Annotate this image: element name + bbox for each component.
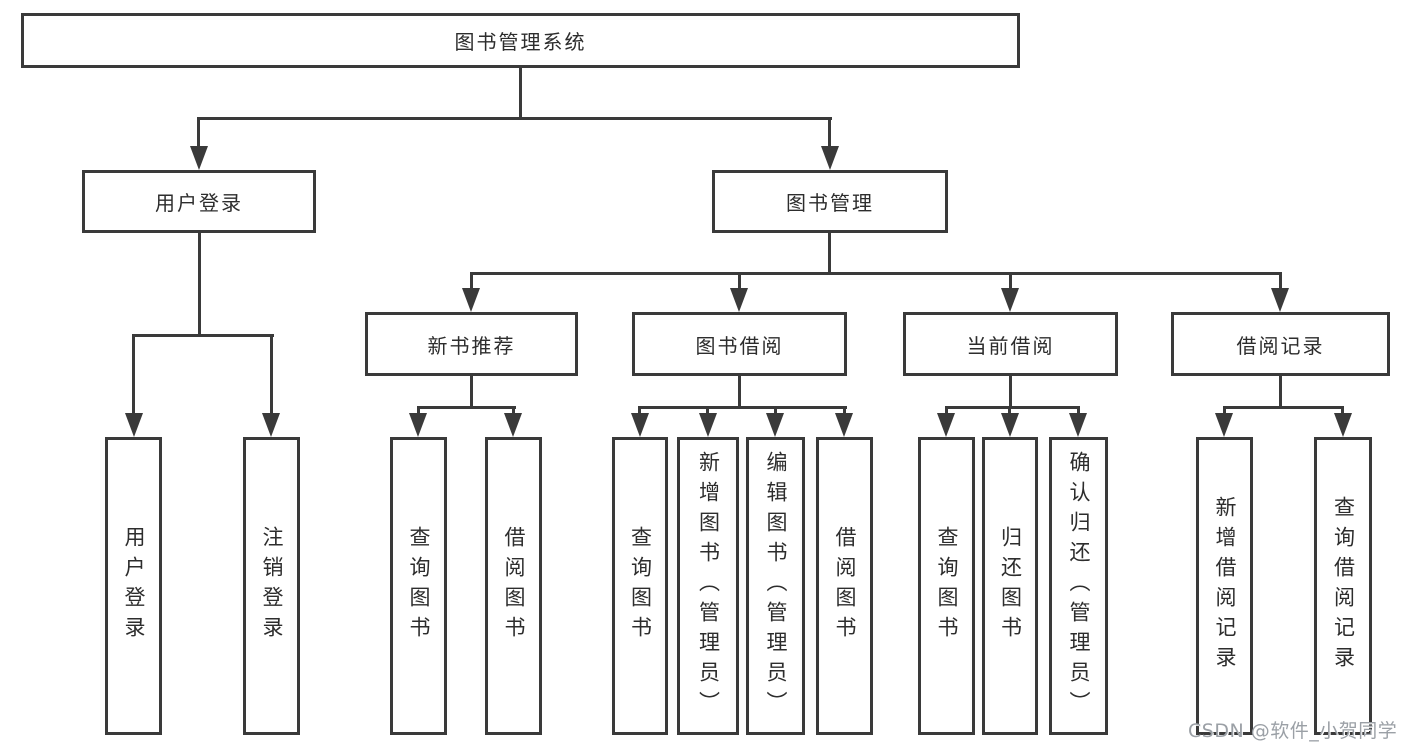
leaf-borrow-book-a-label: 借阅图书 <box>502 526 526 646</box>
leaf-return-book: 归还图书 <box>982 437 1038 735</box>
connector-userlogin-hline <box>132 334 274 337</box>
node-user-login-label: 用户登录 <box>155 191 243 215</box>
connector-bookmgmt-hline <box>470 272 1282 275</box>
arrow-down-icon <box>504 413 522 437</box>
connector-borrowrecord-drop2 <box>1341 408 1344 416</box>
leaf-return-book-label: 归还图书 <box>998 526 1023 646</box>
node-book-borrow-label: 图书借阅 <box>695 333 784 358</box>
leaf-query-borrow-record-label: 查询借阅记录 <box>1331 496 1356 676</box>
leaf-query-borrow-record: 查询借阅记录 <box>1314 437 1372 735</box>
connector-root-stem <box>519 68 522 119</box>
arrow-down-icon <box>409 413 427 437</box>
connector-newbookrec-stem <box>470 376 473 408</box>
leaf-query-book-a: 查询图书 <box>390 437 447 735</box>
connector-root-hline <box>197 117 832 120</box>
connector-bookborrow-stem <box>738 376 741 408</box>
leaf-confirm-return-admin-label: 确认归还（管理员） <box>1067 451 1091 721</box>
node-borrow-record: 借阅记录 <box>1171 312 1390 376</box>
leaf-query-book-b-label: 查询图书 <box>628 526 653 646</box>
arrow-down-icon <box>821 146 839 170</box>
connector-newbookrec-drop1 <box>417 408 420 416</box>
connector-bookmgmt-drop3 <box>1009 274 1012 290</box>
leaf-borrow-book-b-label: 借阅图书 <box>833 526 857 646</box>
leaf-query-book-a-label: 查询图书 <box>407 526 431 646</box>
connector-bookborrow-hline <box>638 406 847 409</box>
leaf-logout-label: 注销登录 <box>260 526 284 646</box>
leaf-confirm-return-admin: 确认归还（管理员） <box>1049 437 1108 735</box>
node-new-book-rec-label: 新书推荐 <box>427 333 516 358</box>
arrow-down-icon <box>1271 288 1289 312</box>
arrow-down-icon <box>1069 413 1087 437</box>
leaf-add-borrow-record-label: 新增借阅记录 <box>1213 496 1237 676</box>
leaf-borrow-book-b: 借阅图书 <box>816 437 873 735</box>
node-new-book-rec: 新书推荐 <box>365 312 578 376</box>
node-root-label: 图书管理系统 <box>454 30 587 54</box>
node-book-mgmt: 图书管理 <box>712 170 948 233</box>
arrow-down-icon <box>1001 288 1019 312</box>
connector-root-drop-left <box>197 119 200 147</box>
connector-bookmgmt-drop1 <box>470 274 473 290</box>
arrow-down-icon <box>262 413 280 437</box>
connector-currentborrow-hline <box>945 406 1080 409</box>
connector-currentborrow-drop1 <box>945 408 948 416</box>
connector-bookmgmt-stem <box>828 233 831 274</box>
leaf-user-login: 用户登录 <box>105 437 162 735</box>
node-root: 图书管理系统 <box>21 13 1020 68</box>
leaf-edit-book-admin: 编辑图书（管理员） <box>746 437 805 735</box>
leaf-add-book-admin-label: 新增图书（管理员） <box>696 451 721 721</box>
arrow-down-icon <box>125 413 143 437</box>
connector-bookborrow-drop4 <box>843 408 846 416</box>
leaf-add-book-admin: 新增图书（管理员） <box>677 437 739 735</box>
connector-bookborrow-drop3 <box>774 408 777 416</box>
csdn-watermark: CSDN @软件_小贺同学 <box>1188 720 1398 742</box>
connector-currentborrow-drop2 <box>1008 408 1011 416</box>
leaf-edit-book-admin-label: 编辑图书（管理员） <box>764 451 788 721</box>
arrow-down-icon <box>1334 413 1352 437</box>
leaf-query-book-c: 查询图书 <box>918 437 975 735</box>
arrow-down-icon <box>835 413 853 437</box>
connector-newbookrec-drop2 <box>512 408 515 416</box>
connector-root-drop-right <box>828 119 831 147</box>
leaf-query-book-c-label: 查询图书 <box>935 526 959 646</box>
arrow-down-icon <box>766 413 784 437</box>
arrow-down-icon <box>937 413 955 437</box>
node-current-borrow-label: 当前借阅 <box>966 333 1055 358</box>
leaf-user-login-label: 用户登录 <box>122 526 146 646</box>
arrow-down-icon <box>462 288 480 312</box>
connector-borrowrecord-stem <box>1279 376 1282 408</box>
node-borrow-record-label: 借阅记录 <box>1236 333 1325 358</box>
arrow-down-icon <box>1215 413 1233 437</box>
arrow-down-icon <box>631 413 649 437</box>
connector-borrowrecord-hline <box>1223 406 1344 409</box>
connector-currentborrow-drop3 <box>1077 408 1080 416</box>
arrow-down-icon <box>1001 413 1019 437</box>
node-book-mgmt-label: 图书管理 <box>786 191 874 215</box>
node-book-borrow: 图书借阅 <box>632 312 847 376</box>
connector-userlogin-stem <box>198 233 201 336</box>
leaf-borrow-book-a: 借阅图书 <box>485 437 542 735</box>
node-user-login: 用户登录 <box>82 170 316 233</box>
connector-bookborrow-drop1 <box>638 408 641 416</box>
node-current-borrow: 当前借阅 <box>903 312 1118 376</box>
connector-userlogin-drop2 <box>270 336 273 415</box>
connector-bookmgmt-drop4 <box>1279 274 1282 290</box>
connector-newbookrec-hline <box>417 406 516 409</box>
connector-bookmgmt-drop2 <box>738 274 741 290</box>
leaf-logout: 注销登录 <box>243 437 300 735</box>
arrow-down-icon <box>730 288 748 312</box>
connector-borrowrecord-drop1 <box>1223 408 1226 416</box>
leaf-query-book-b: 查询图书 <box>612 437 668 735</box>
leaf-add-borrow-record: 新增借阅记录 <box>1196 437 1253 735</box>
arrow-down-icon <box>699 413 717 437</box>
connector-bookborrow-drop2 <box>706 408 709 416</box>
connector-currentborrow-stem <box>1009 376 1012 408</box>
arrow-down-icon <box>190 146 208 170</box>
connector-userlogin-drop1 <box>132 336 135 415</box>
